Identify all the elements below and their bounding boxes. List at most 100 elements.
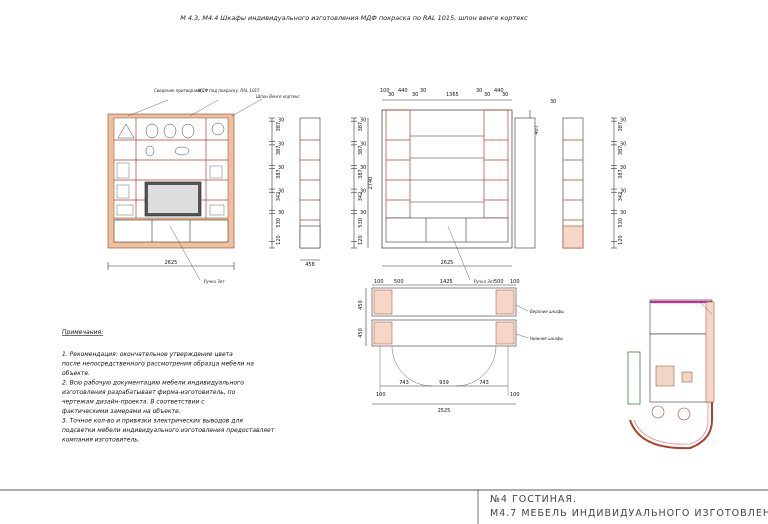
label-mdf: МДФ под покраску, RAL 1015	[198, 88, 260, 93]
shelf-dim: 30	[278, 141, 284, 147]
books-icon	[116, 204, 134, 216]
note-line: 2. Всю рабочую документацию мебели индив…	[62, 380, 244, 387]
leader-line	[169, 225, 201, 281]
chair-icon	[677, 407, 691, 421]
side2-shelf-dim: 342	[618, 192, 624, 202]
shelf-dim: 120	[276, 235, 282, 245]
sheet-title: М 4.3, М4.4 Шкафы индивидуального изгото…	[180, 14, 528, 22]
cabinet-marker	[627, 351, 641, 405]
footer-title: М4.7 МЕБЕЛЬ ИНДИВИДУАЛЬНОГО ИЗГОТОВЛЕНИЯ…	[490, 508, 768, 519]
side-shelf-dim: 342	[358, 192, 364, 202]
table-icon	[681, 371, 693, 383]
plan-bottom-dim: 743	[399, 380, 409, 386]
key-plan	[627, 299, 715, 450]
books-icon	[116, 162, 130, 179]
label-veneer: Шпон Венге кортекс	[256, 94, 300, 99]
shelf-dim: 342	[276, 192, 282, 202]
front-elevation: Сведение притворами МДФ под покраску, RA…	[107, 88, 300, 284]
side-base	[299, 225, 321, 249]
side2-shelf-dim: 387	[618, 146, 624, 156]
books-icon	[209, 165, 223, 179]
plan-top-dim: 100	[374, 279, 384, 285]
plan-left-dim: 450	[358, 328, 364, 338]
side-shelf-dim: 530	[358, 218, 364, 228]
frame-top-dim: 30	[502, 92, 508, 98]
side2-shelf-dim: 120	[618, 235, 624, 245]
width-dim: 2625	[165, 260, 178, 266]
side-shelf-dim: 30	[360, 141, 366, 147]
side-shelf-dim: 30	[360, 165, 366, 171]
shelf-dim: 387	[276, 146, 282, 156]
sculpture-icon	[117, 123, 135, 139]
shelf-dim: 530	[276, 218, 282, 228]
side2-base	[562, 225, 584, 249]
side-shelf-dim: 387	[358, 146, 364, 156]
vase-icon	[181, 123, 195, 139]
frame-top-dim: 30	[484, 92, 490, 98]
side-shelf-dim: 387	[358, 122, 364, 132]
books-icon	[209, 204, 225, 216]
note-line: 1. Рекомендация: окончательное утвержден…	[62, 351, 233, 358]
bowl-icon	[174, 146, 190, 156]
side2-shelf-dim: 30	[620, 210, 626, 216]
chair-icon	[651, 405, 665, 419]
frame-right-dim: 30	[550, 99, 556, 105]
note-line: после непосредственного рассмотрения обр…	[62, 361, 254, 368]
notes-heading: Примечания:	[62, 329, 103, 336]
note-line: 3. Точное кол-во и привязки электрически…	[62, 418, 243, 425]
side2-shelf-dim: 387	[618, 169, 624, 179]
vase-icon	[145, 145, 155, 157]
door-swing	[391, 345, 433, 387]
plan-edge-dim: 100	[510, 392, 520, 398]
frame-base-drawers	[385, 217, 509, 243]
frame-top-dim: 30	[420, 88, 426, 94]
depth-dim: 458	[305, 262, 315, 268]
leader-line	[127, 99, 169, 117]
leader-line	[189, 99, 219, 117]
shelf-dim: 387	[276, 169, 282, 179]
books-icon	[116, 184, 130, 199]
frame-top-dim: 440	[494, 88, 504, 94]
label-lower: Нижние шкафы	[530, 336, 563, 341]
label-upper: Верхние шкафы	[530, 309, 564, 314]
note-line: изготовления разрабатывает фирма-изготов…	[62, 389, 236, 396]
shelf-dim: 30	[278, 210, 284, 216]
note-line: объекте.	[62, 370, 90, 377]
plan-width-dim: 2525	[438, 408, 451, 414]
side-shelf-dim: 30	[360, 118, 366, 124]
side-shelf-dim: 120	[358, 235, 364, 245]
door-swing	[455, 345, 497, 387]
note-line: чертежам дизайн-проекта. В соответствии …	[62, 399, 205, 406]
side2-shelf-dim: 530	[618, 218, 624, 228]
frame-top-dim: 30	[388, 92, 394, 98]
shelf-dim: 30	[278, 189, 284, 195]
shelf-dim: 30	[278, 118, 284, 124]
frame-width-dim: 2625	[441, 260, 454, 266]
shelf-dim: 387	[276, 122, 282, 132]
side-shelf-dim: 387	[358, 169, 364, 179]
plan-top-dim: 500	[494, 279, 504, 285]
plan-left-dim: 450	[358, 300, 364, 310]
sofa-icon	[655, 365, 675, 387]
note-line: фактическими замерами на объекте.	[62, 408, 181, 415]
label-handle-2: Ручка Зет	[474, 279, 495, 284]
plan-edge-dim: 100	[376, 392, 386, 398]
leader-line	[231, 98, 263, 117]
side2-shelf-dim: 30	[620, 118, 626, 124]
plan-top-dim: 1425	[440, 279, 453, 285]
shelf-dim: 30	[278, 165, 284, 171]
side-shelf-dim: 30	[360, 189, 366, 195]
frame-top-dim: 30	[412, 92, 418, 98]
frame-side-strip	[514, 117, 536, 249]
label-carving: Сведение притворами	[154, 88, 202, 93]
side2-shelf-dim: 30	[620, 141, 626, 147]
label-handle: Ручка Зет	[204, 279, 225, 284]
footer-room: №4 ГОСТИНАЯ.	[490, 494, 577, 505]
note-line: компания изготовитель.	[62, 437, 140, 444]
upper-cabinets	[371, 287, 517, 317]
frame-top-dim: 440	[398, 88, 408, 94]
